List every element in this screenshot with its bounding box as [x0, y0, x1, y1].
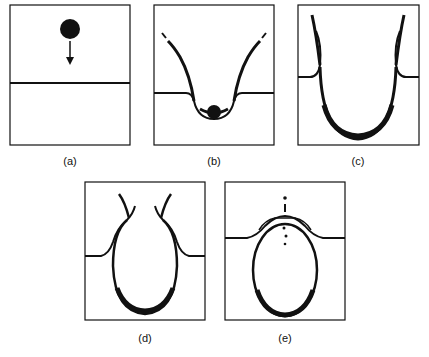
panel-label: (e) — [276, 332, 293, 344]
panel-a — [10, 5, 130, 145]
panel-c — [298, 5, 419, 145]
panel-e — [225, 182, 345, 320]
panel-label: (d) — [136, 332, 153, 344]
panel-label: (c) — [350, 155, 367, 167]
panel-label: (b) — [205, 155, 222, 167]
panel-b — [154, 5, 274, 145]
panel-label: (a) — [61, 155, 78, 167]
panel-d — [85, 182, 205, 320]
